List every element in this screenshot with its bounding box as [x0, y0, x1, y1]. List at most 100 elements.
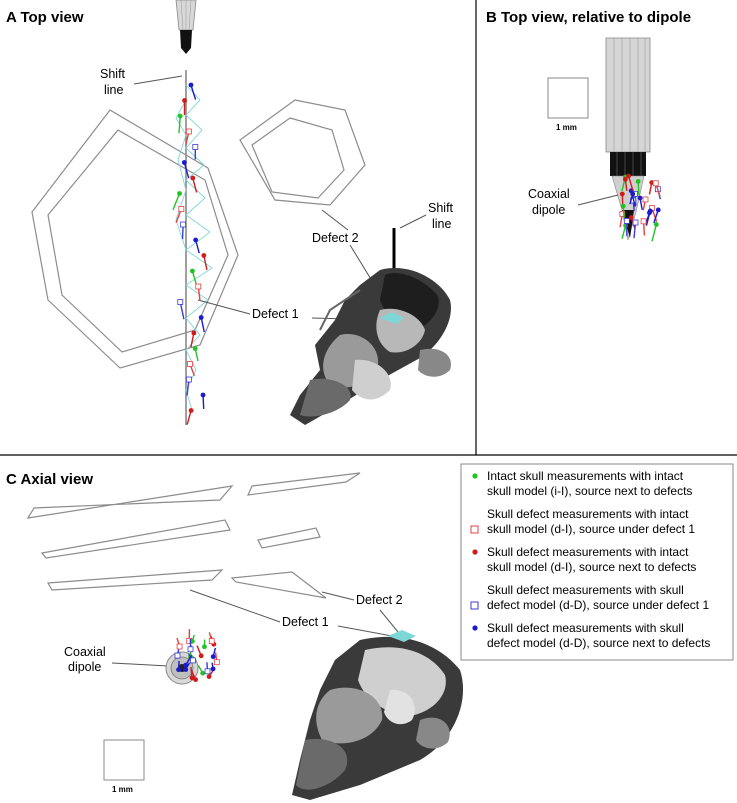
- legend-item: Intact skull measurements with intactsku…: [472, 469, 692, 498]
- panel-b: 1 mm Coaxial dipole: [528, 37, 661, 242]
- coaxial-label-b: Coaxial: [528, 187, 570, 201]
- dipole-square-marker: [642, 196, 649, 203]
- dipole-square-marker: [174, 652, 181, 659]
- legend-text-line2: skull model (d-I), source next to defect…: [487, 560, 696, 574]
- defect-1-outline-outer: [31, 109, 239, 369]
- dipole-arrow: [190, 332, 195, 348]
- legend-text-line1: Skull defect measurements with intact: [487, 507, 689, 521]
- scale-label-c: 1 mm: [112, 785, 133, 794]
- dipole-dot-marker: [620, 203, 626, 209]
- shift-line-pointer-a-right: [399, 214, 427, 229]
- dipole-square-marker: [195, 283, 202, 290]
- dipole-dot-marker: [200, 392, 206, 398]
- dipole-square-marker: [640, 218, 647, 225]
- dipole-dot-marker: [655, 207, 661, 213]
- dipole-dot-marker: [190, 175, 196, 181]
- dipole-dot-marker: [210, 654, 216, 660]
- dipole-dot-marker: [183, 662, 189, 668]
- axial-outline-2: [247, 472, 361, 496]
- dipole-dot-marker: [210, 666, 216, 672]
- defect-2-pointer-a-1: [321, 209, 349, 231]
- skull-render-c: [292, 630, 464, 800]
- dipole-arrow: [178, 115, 181, 134]
- legend-text-line1: Skull defect measurements with skull: [487, 583, 684, 597]
- dipole-markers-c: [174, 629, 220, 683]
- dipole-square-marker: [204, 668, 211, 675]
- dipole-square-marker: [208, 638, 215, 645]
- dipole-markers-a: [172, 82, 208, 425]
- dipole-dot-marker: [202, 644, 207, 650]
- dipole-arrow: [203, 255, 208, 270]
- scale-square-b: [547, 77, 589, 119]
- dipole-square-marker: [180, 221, 187, 228]
- legend-marker-dot: [472, 549, 478, 555]
- dipole-dot-marker: [182, 98, 187, 103]
- defect-2-label-c: Defect 2: [356, 593, 403, 607]
- dipole-square-marker: [632, 219, 639, 226]
- axial-outline-3: [40, 519, 231, 559]
- legend-item: Skull defect measurements with skulldefe…: [470, 583, 709, 612]
- dipole-arrow: [651, 224, 658, 242]
- panel-c: Defect 2 Defect 1 Coaxial dipole 1 mm: [26, 472, 464, 800]
- cyan-mesh-a: [175, 84, 213, 411]
- shift-line-label-a-2: line: [104, 83, 124, 97]
- dipole-square-marker: [185, 128, 192, 135]
- legend-box: [460, 463, 734, 661]
- electrode-b: [605, 37, 651, 241]
- coaxial-pointer-c: [111, 662, 169, 667]
- dipole-square-marker: [187, 646, 194, 653]
- dipole-dot-marker: [193, 237, 199, 243]
- dipole-dot-marker: [191, 330, 197, 336]
- shift-line-label-a-right-2: line: [432, 217, 452, 231]
- defect-2-pointer-c-1: [321, 591, 355, 601]
- legend-marker-square: [470, 601, 479, 610]
- dipole-square-marker: [176, 643, 183, 650]
- coaxial-label-c: Coaxial: [64, 645, 106, 659]
- legend-text-line1: Intact skull measurements with intact: [487, 469, 684, 483]
- dipole-dot-marker: [635, 179, 641, 184]
- defect-1-label-c: Defect 1: [282, 615, 329, 629]
- defect-2-label-a: Defect 2: [312, 231, 359, 245]
- legend-item: Skull defect measurements with intactsku…: [470, 507, 695, 536]
- dipole-square-marker: [189, 657, 196, 664]
- dipole-dot-marker: [198, 653, 204, 659]
- dipole-arrow: [186, 410, 192, 425]
- dipole-dot-marker: [200, 670, 206, 676]
- dipole-square-marker: [652, 180, 659, 187]
- dipole-arrow: [190, 84, 197, 100]
- axial-outline-6: [230, 571, 327, 599]
- legend: Intact skull measurements with intact sku…: [460, 463, 734, 661]
- dipole-dot-marker: [177, 113, 183, 119]
- dipole-dot-marker: [183, 667, 189, 672]
- shift-line-label-a: Shift: [100, 67, 126, 81]
- dipole-dot-marker: [193, 677, 199, 683]
- legend-marker-dot: [472, 625, 478, 631]
- defect-1-outline-inner: [47, 129, 229, 353]
- axial-outline-5: [47, 569, 224, 591]
- dipole-square-marker: [623, 218, 630, 224]
- legend-text-line2: skull model (d-I), source under defect 1: [487, 522, 695, 536]
- panel-b-title: B Top view, relative to dipole: [486, 9, 691, 26]
- dipole-dot-marker: [176, 667, 181, 673]
- dipole-square-marker: [186, 376, 192, 383]
- legend-text-line1: Skull defect measurements with intact: [487, 545, 689, 559]
- dipole-dot-marker: [188, 82, 194, 88]
- legend-marker-dot: [472, 473, 478, 479]
- defect-1-pointer-c-1: [189, 589, 281, 623]
- dipole-arrow: [627, 175, 634, 191]
- dipole-dot-marker: [622, 177, 628, 182]
- dipole-dot-marker: [637, 195, 643, 201]
- legend-marker-square: [470, 525, 479, 534]
- defect-1-label-a: Defect 1: [252, 307, 299, 321]
- dipole-dot-marker: [198, 315, 204, 320]
- dipole-dot-marker: [181, 160, 187, 165]
- dipole-dot-marker: [206, 674, 212, 679]
- defect-2-outline-inner: [251, 117, 345, 199]
- panel-a: Shift line Defect 1 Defect 2 Shift line: [31, 0, 454, 425]
- dipole-dot-marker: [189, 675, 195, 681]
- axial-outline-4: [257, 527, 321, 549]
- dipole-square-marker: [192, 144, 199, 150]
- panel-c-title: C Axial view: [6, 471, 93, 488]
- scale-square-c: [103, 739, 145, 781]
